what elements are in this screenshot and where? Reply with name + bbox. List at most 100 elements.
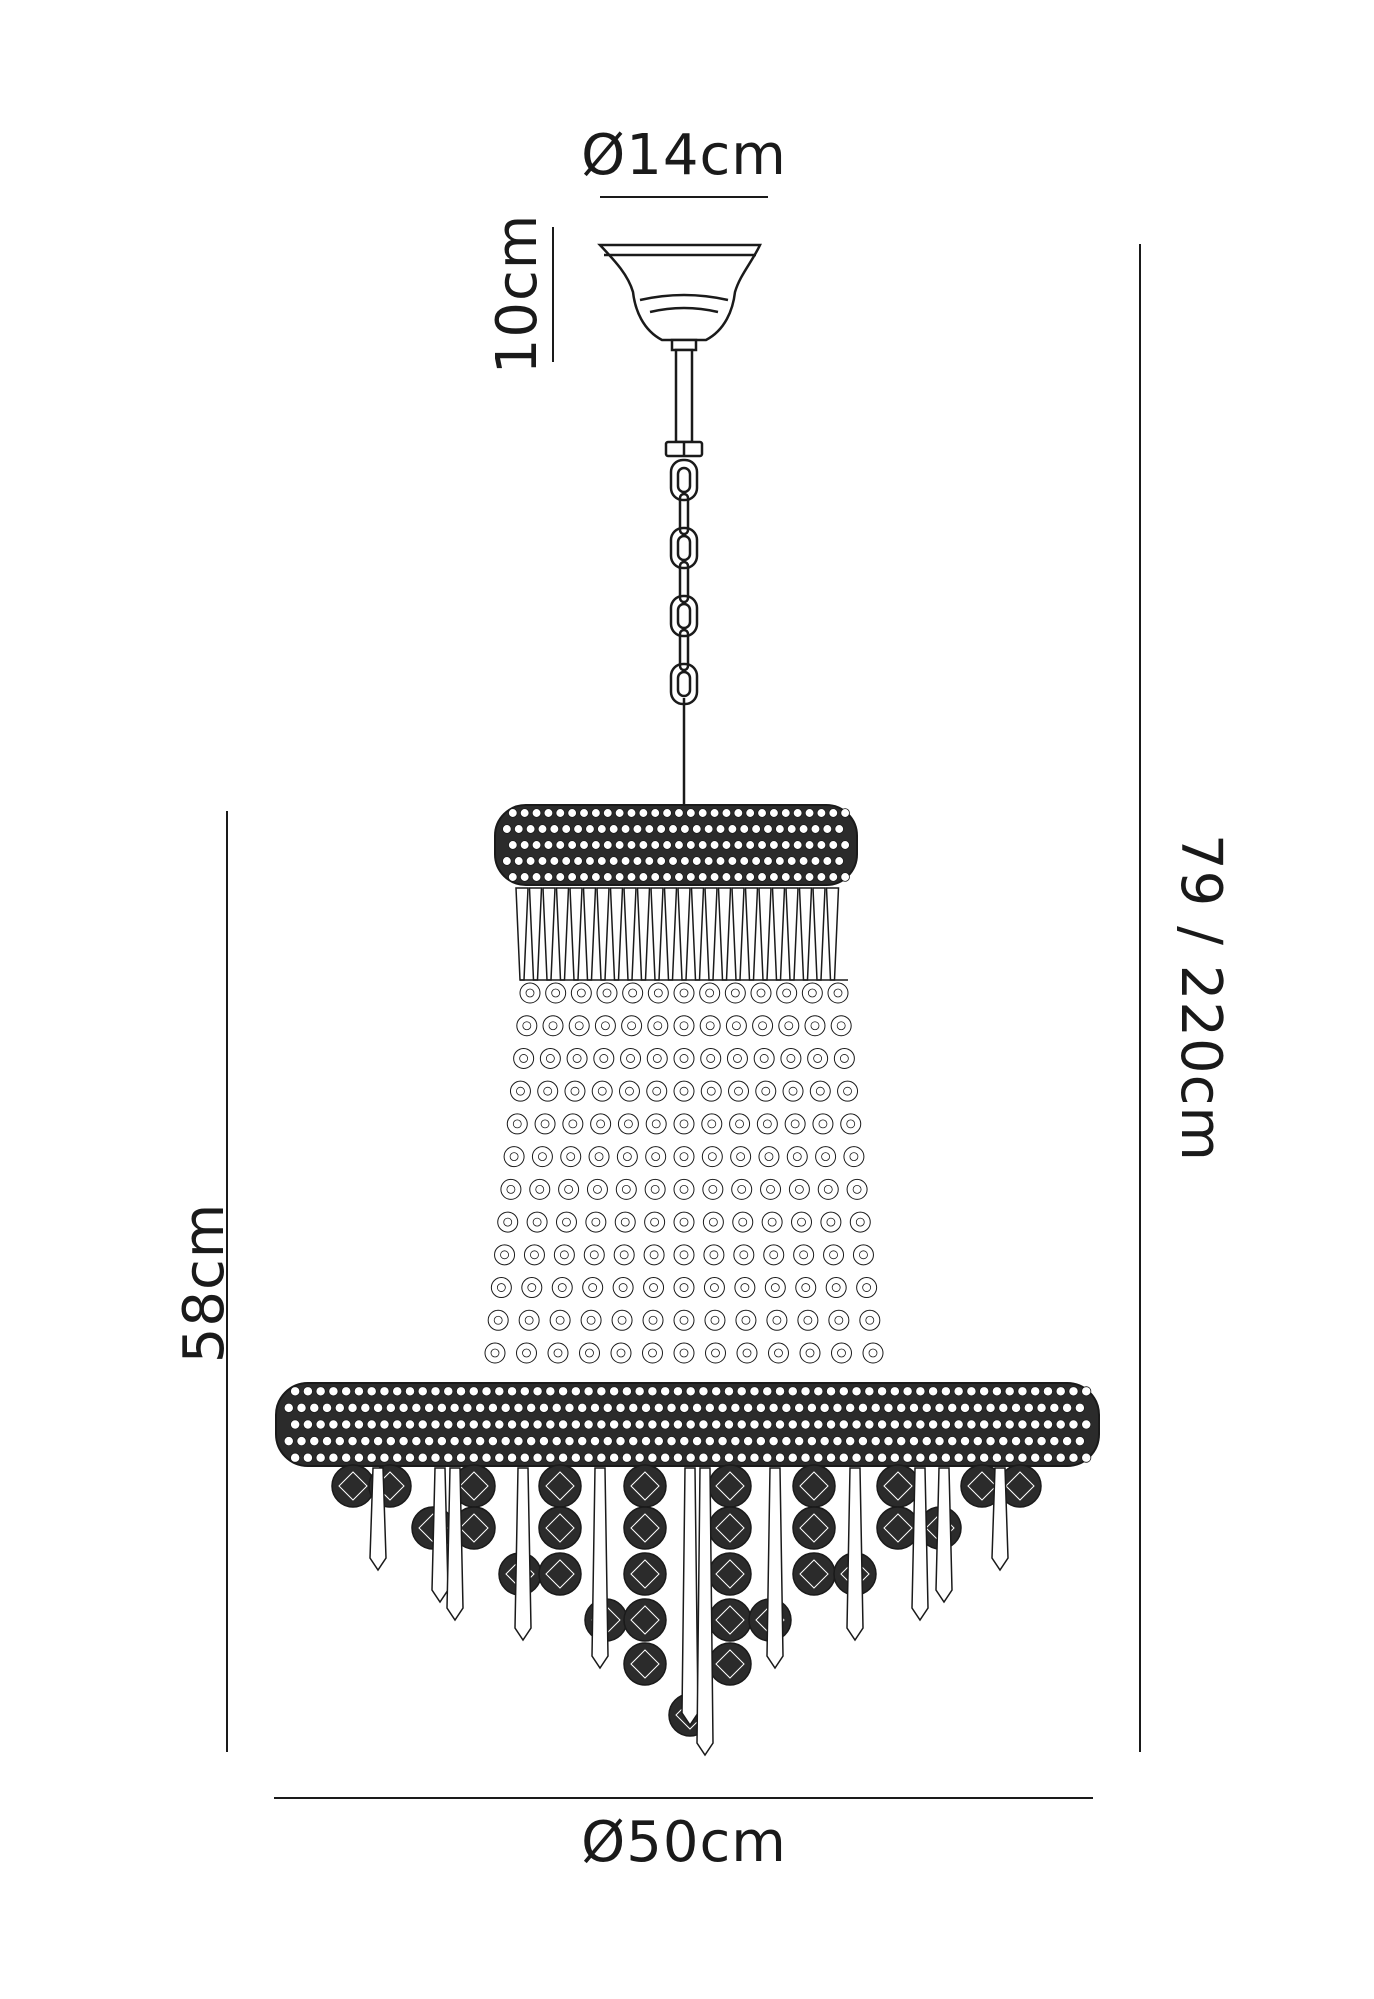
strand-bead: [827, 982, 849, 1004]
suspension-chain: [669, 458, 699, 806]
strand-bead: [752, 1015, 774, 1037]
strand-bead: [618, 1080, 640, 1102]
total-height-label: 79 / 220cm: [1168, 834, 1233, 1162]
strand-bead: [593, 1047, 615, 1069]
strand-bead: [645, 1113, 667, 1135]
strand-bead: [516, 1342, 537, 1364]
upper-pendant: [704, 887, 718, 981]
chain-link: [678, 492, 690, 536]
strand-bead: [537, 1080, 559, 1102]
strand-bead: [545, 982, 567, 1004]
chain-link: [678, 628, 690, 672]
strand-bead: [539, 1047, 561, 1069]
crystal-drop: [696, 1467, 714, 1757]
strand-bead: [756, 1113, 778, 1135]
strand-bead: [613, 1244, 635, 1266]
bottom-diameter-label: Ø50cm: [581, 1810, 787, 1875]
strand-bead: [797, 1309, 819, 1331]
strand-bead: [647, 1015, 669, 1037]
strand-bead: [673, 1113, 695, 1135]
strand-bead: [529, 1178, 551, 1200]
upper-pendant: [677, 887, 691, 981]
strand-bead: [776, 982, 798, 1004]
strand-bead: [862, 1342, 884, 1364]
crystal-sphere: [538, 1552, 582, 1596]
ceiling-canopy: [597, 243, 762, 352]
strand-bead: [497, 1211, 519, 1233]
strand-bead: [582, 1277, 604, 1299]
strand-bead: [828, 1309, 850, 1331]
suspension-rod: [664, 348, 704, 458]
crystal-drop: [681, 1467, 699, 1727]
strand-bead: [812, 1113, 834, 1135]
chain-link: [669, 526, 699, 570]
crystal-drops-and-spheres: [331, 1464, 1042, 1757]
strand-bead: [594, 1015, 616, 1037]
upper-pendant: [582, 887, 597, 981]
strand-bead: [733, 1244, 755, 1266]
strand-bead: [801, 982, 823, 1004]
strand-bead: [490, 1277, 512, 1299]
strand-bead: [503, 1146, 525, 1168]
strand-bead: [591, 1080, 613, 1102]
strand-bead: [617, 1113, 639, 1135]
strand-bead: [791, 1211, 813, 1233]
crystal-drop: [446, 1467, 464, 1622]
strand-bead: [615, 1178, 637, 1200]
strand-bead: [646, 1047, 668, 1069]
strand-bead: [840, 1113, 862, 1135]
strand-bead: [760, 1178, 782, 1200]
upper-crystal-pendants: [515, 887, 848, 981]
strand-bead: [732, 1211, 754, 1233]
crystal-sphere: [623, 1506, 667, 1550]
strand-bead: [673, 1342, 695, 1364]
strand-bead: [558, 1178, 580, 1200]
strand-bead: [843, 1146, 865, 1168]
strand-bead: [728, 1080, 750, 1102]
crystal-drop: [991, 1467, 1009, 1572]
strand-bead: [562, 1113, 584, 1135]
lower-beaded-ring: [275, 1382, 1100, 1467]
upper-pendant: [596, 887, 610, 981]
strand-bead: [534, 1113, 556, 1135]
strand-bead: [590, 1113, 612, 1135]
strand-bead: [518, 1309, 540, 1331]
strand-bead: [673, 1211, 695, 1233]
strand-bead: [701, 1146, 723, 1168]
strand-bead: [795, 1277, 817, 1299]
strand-bead: [784, 1113, 806, 1135]
strand-bead: [500, 1178, 522, 1200]
strand-bead: [753, 1047, 775, 1069]
upper-pendant: [825, 887, 840, 981]
strand-bead: [817, 1178, 839, 1200]
strand-bead: [643, 1244, 665, 1266]
strand-bead: [699, 1015, 721, 1037]
strand-bead: [526, 1211, 548, 1233]
strand-bead: [621, 1015, 643, 1037]
crystal-drop: [591, 1467, 609, 1670]
strand-bead: [820, 1211, 842, 1233]
strand-bead: [702, 1211, 724, 1233]
crystal-drop: [431, 1467, 449, 1604]
crystal-drop: [514, 1467, 532, 1642]
strand-bead: [547, 1342, 569, 1364]
strand-bead: [730, 1146, 752, 1168]
strand-bead: [823, 1244, 845, 1266]
strand-bead: [736, 1342, 758, 1364]
upper-pendant: [528, 887, 543, 981]
upper-pendant: [717, 887, 732, 981]
upper-pendant: [515, 887, 529, 981]
strand-bead: [506, 1113, 528, 1135]
strand-bead: [700, 1047, 722, 1069]
strand-bead: [705, 1342, 726, 1364]
strand-bead: [704, 1309, 726, 1331]
strand-bead: [620, 1047, 642, 1069]
strand-bead: [579, 1342, 600, 1364]
strand-bead: [673, 1277, 695, 1299]
strand-bead: [726, 1047, 748, 1069]
strand-bead: [568, 1015, 590, 1037]
strand-bead: [846, 1178, 868, 1200]
upper-beaded-ring: [494, 804, 858, 886]
